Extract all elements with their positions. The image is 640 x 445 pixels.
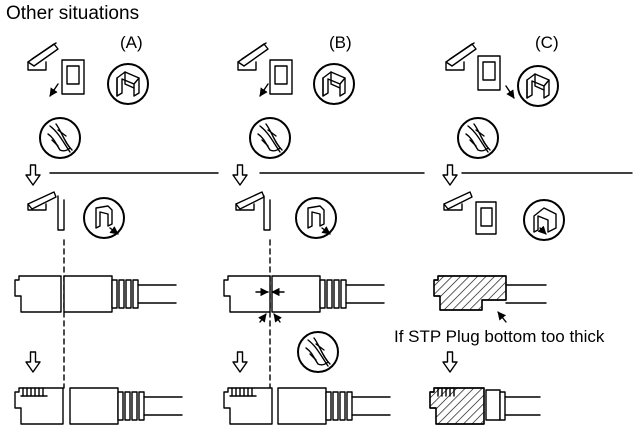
column-a-tool-open (27, 42, 59, 71)
column-a-plug-crimped (14, 387, 64, 425)
column-b-clip-detail-2-icon (296, 198, 336, 238)
column-b-down-arrow-2 (232, 351, 248, 373)
column-a-down-arrow-2 (25, 351, 41, 373)
column-c-frame (477, 55, 501, 91)
column-label-c: (C) (535, 33, 559, 52)
column-b-clip-detail-icon (313, 63, 355, 105)
column-a-down-arrow-1 (25, 164, 41, 186)
column-b-gap-indicator (256, 287, 284, 322)
column-a-frame (61, 59, 85, 95)
column-b-tool-closed (236, 192, 270, 230)
column-c-stp-plug-hatched (434, 276, 546, 310)
column-b-crimper-detail-2-icon (297, 331, 339, 373)
column-c-stp-plug-final (430, 388, 540, 424)
column-b-down-arrow-1 (232, 164, 248, 186)
column-a-clip-detail-icon (107, 63, 149, 105)
column-a-clip-detail-2-icon (84, 198, 124, 238)
column-b-cable-boot (271, 275, 385, 313)
column-b-cable-boot-final (277, 387, 391, 425)
column-c-tool-closed (444, 192, 496, 234)
stp-plug-note: If STP Plug bottom too thick (394, 327, 605, 346)
column-a-pointer (50, 84, 58, 96)
column-c-down-arrow-2 (442, 351, 458, 373)
column-c-tool-open (445, 42, 477, 71)
column-a-cable-boot (63, 275, 177, 313)
column-b-plug-bare (223, 275, 271, 313)
column-label-a: (A) (120, 33, 143, 52)
column-a-cable-boot-final (69, 387, 183, 425)
column-b-crimper-detail-icon (249, 117, 291, 159)
column-b-plug-crimped (223, 387, 273, 425)
page-title: Other situations (6, 3, 140, 24)
column-c-down-arrow-1 (442, 164, 458, 186)
column-a-tool-closed (28, 192, 64, 230)
column-a-crimper-detail-icon (39, 117, 81, 159)
column-c-pointer (506, 86, 514, 98)
column-b-frame (269, 59, 293, 95)
column-c-crimper-detail-icon (457, 117, 499, 159)
column-c-clip-detail-2-icon (524, 200, 564, 240)
column-c-clip-detail-icon (517, 65, 559, 107)
column-c-bottom-pointer (498, 312, 506, 322)
column-b-pointer (260, 84, 268, 96)
column-b-tool-open (237, 42, 269, 71)
column-a-plug-bare (14, 275, 62, 313)
column-label-b: (B) (329, 33, 352, 52)
